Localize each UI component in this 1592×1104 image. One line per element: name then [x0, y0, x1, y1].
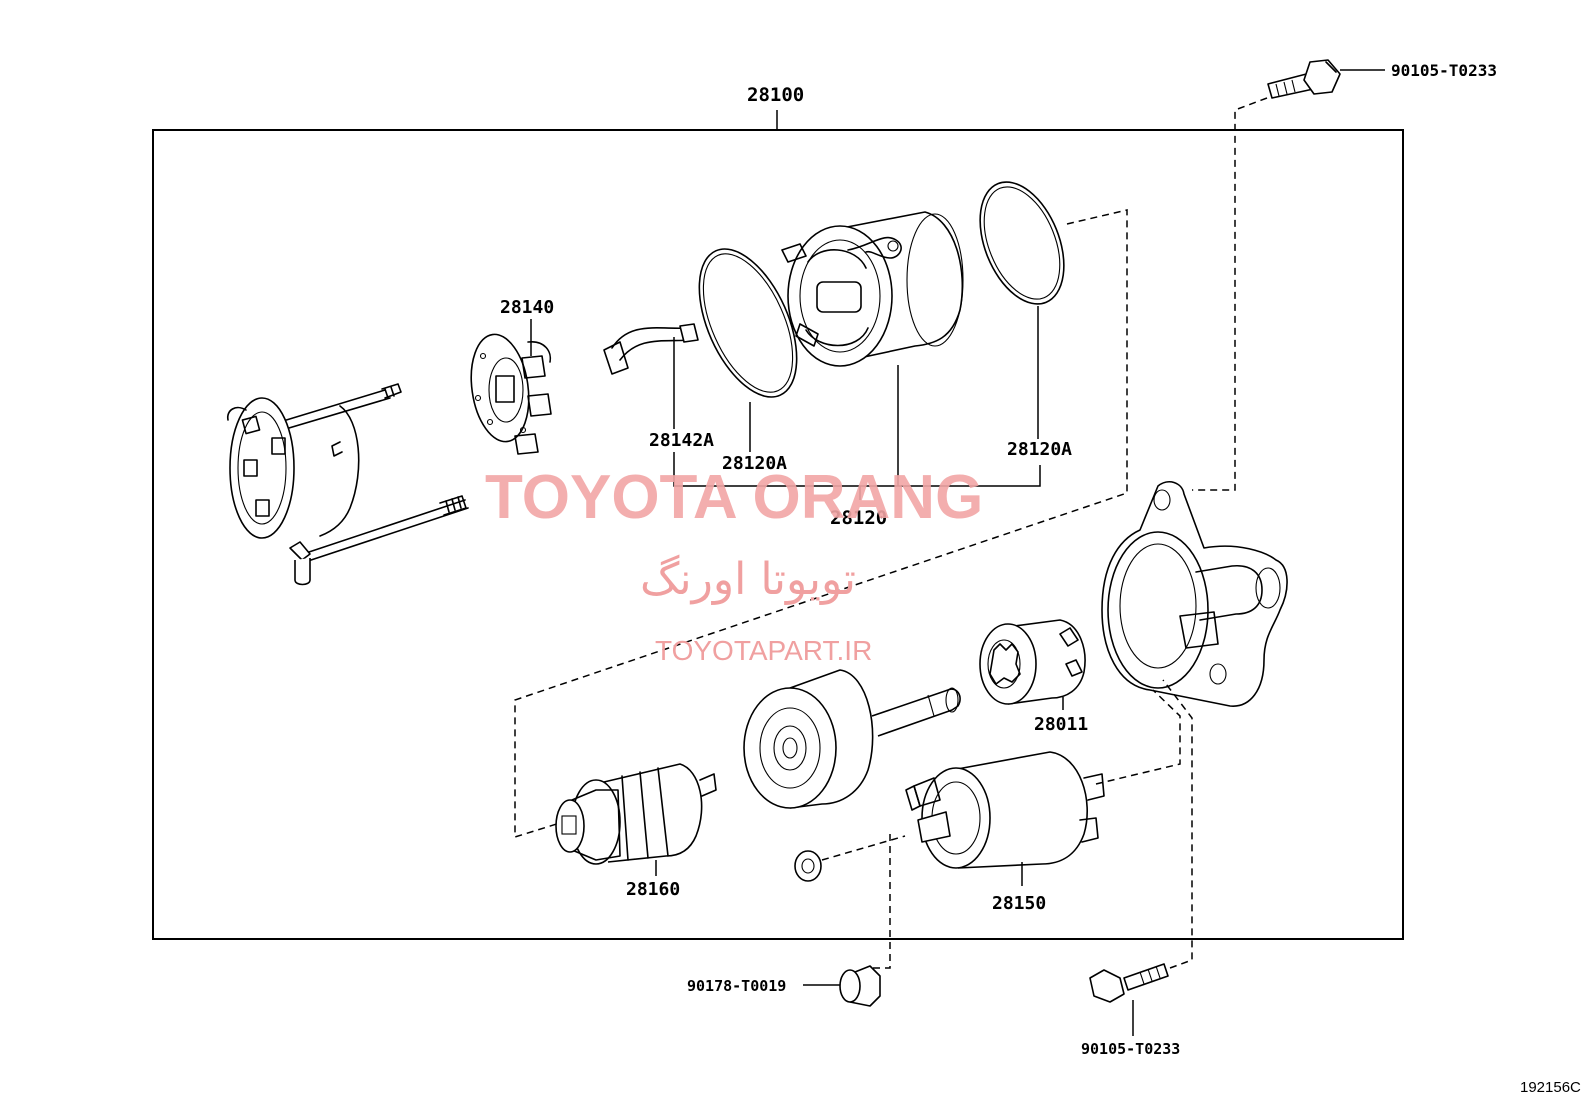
yoke-field-frame: [781, 211, 964, 367]
oring-left: [698, 248, 798, 398]
nut-bottom: [803, 965, 881, 1007]
yoke-group-leaders: [673, 306, 1041, 500]
label-28120A-left: 28120A: [722, 453, 787, 474]
brush-holder-28140: [470, 319, 552, 455]
watermark-persian: تویوتا اورنگ: [640, 554, 856, 605]
bolt-top: [1267, 59, 1385, 99]
lead-plate-28142A: [603, 323, 699, 375]
label-28120A-right: 28120A: [1007, 439, 1072, 460]
group-dashed-outline: [514, 209, 1128, 839]
bolt-bottom: [1089, 963, 1169, 1036]
magnetic-switch-28150: [905, 751, 1105, 886]
label-28140: 28140: [500, 297, 554, 318]
watermark-brand: TOYOTA ORANG: [485, 463, 983, 532]
figure-id: 192156C: [1520, 1079, 1581, 1096]
label-28011: 28011: [1034, 714, 1088, 735]
label-28142A: 28142A: [649, 430, 714, 451]
label-28150: 28150: [992, 893, 1046, 914]
label-28160: 28160: [626, 879, 680, 900]
label-28120: 28120: [830, 507, 887, 529]
clutch-28011: [979, 619, 1086, 710]
label-bolt-top: 90105-T0233: [1391, 61, 1497, 80]
label-nut-bottom: 90178-T0019: [687, 977, 786, 995]
end-frame-with-bolts: [226, 383, 469, 586]
watermark-site: TOYOTAPART.IR: [655, 635, 872, 666]
armature-28160: [555, 763, 717, 876]
assembly-frame: [152, 129, 1404, 940]
terminal-nut: [794, 850, 822, 882]
drive-housing: [1101, 481, 1288, 707]
label-bolt-bottom: 90105-T0233: [1081, 1040, 1180, 1058]
assembly-label: 28100: [747, 84, 804, 106]
oring-right: [979, 181, 1065, 305]
planetary-shaft: [743, 669, 961, 809]
